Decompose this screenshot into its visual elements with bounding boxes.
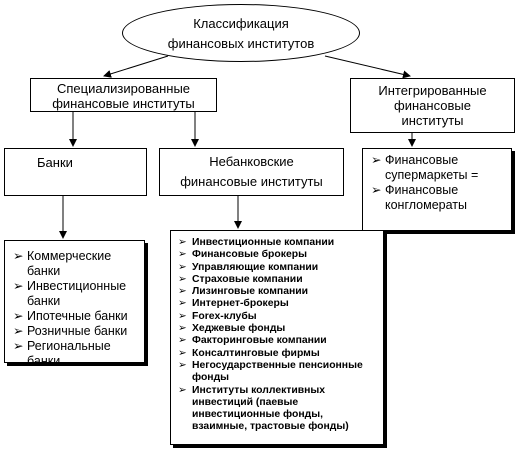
nonbank-institution-item-text: Интернет-брокеры xyxy=(192,298,289,310)
bank-type-item: ➢Розничные банки xyxy=(13,324,144,339)
bank-type-item-text: Розничные банки xyxy=(27,324,128,338)
nonbank-institution-item: ➢ Факторинговые компании xyxy=(178,335,383,347)
nonbank-institution-item-text: Управляющие компании xyxy=(192,261,319,273)
root-title-line1: Классификация xyxy=(193,16,289,31)
nonbank-line1: Небанковские xyxy=(209,154,294,169)
arrow-bullet-icon: ➢ xyxy=(371,153,382,167)
integrated-line3: институты xyxy=(401,113,464,128)
nonbank-institution-item: ➢ Консалтинговые фирмы xyxy=(178,348,383,360)
nonbank-institution-item: ➢ Forex-клубы xyxy=(178,311,383,323)
nonbank-institution-item-text: Институты коллективных xyxy=(192,384,326,396)
nonbank-institution-item: ➢ Хеджевые фонды xyxy=(178,323,383,335)
arrow-bullet-icon: ➢ xyxy=(178,249,187,261)
integrated-line2: финансовые xyxy=(394,98,471,113)
specialized-line1: Специализированные xyxy=(56,81,191,96)
nonbank-list: ➢ Инвестиционные компании ➢ Финансовые брок… xyxy=(178,237,383,434)
nonbank-institution-item-text: Финансовые брокеры xyxy=(192,249,307,261)
bank-type-item: ➢Ипотечные банки xyxy=(13,309,144,324)
nonbank-institution-item: ➢ Финансовые брокеры xyxy=(178,249,383,261)
nonbank-list-box: ➢ Инвестиционные компании ➢ Финансовые брок… xyxy=(170,230,384,445)
integrated-line1: Интегрированные xyxy=(378,83,487,98)
integrated-institution-item-text: конгломераты xyxy=(385,198,468,212)
bank-type-item-text: Инвестиционные xyxy=(27,279,127,293)
arrow-root-to-specialized xyxy=(103,55,169,78)
integrated-box: Интегрированные финансовые институты xyxy=(350,78,515,133)
bank-type-item-text: Ипотечные банки xyxy=(27,309,128,323)
nonbank-institution-item-text: Инвестиционные компании xyxy=(192,237,335,248)
nonbank-institution-item-text: Негосударственные пенсионные xyxy=(192,359,363,371)
nonbank-institution-item-text: Страховые компании xyxy=(192,273,303,285)
nonbank-institution-item: ➢ Интернет-брокеры xyxy=(178,298,383,310)
arrow-bullet-icon: ➢ xyxy=(13,309,24,323)
nonbank-institution-item: ➢ Управляющие компании xyxy=(178,262,383,274)
nonbank-institution-item-text: Факторинговые компании xyxy=(192,335,327,347)
nonbank-institution-item-text: инвестиционные фонды, xyxy=(192,409,323,421)
arrow-bullet-icon: ➢ xyxy=(178,298,187,310)
arrow-bullet-icon: ➢ xyxy=(13,339,24,353)
arrow-bullet-icon: ➢ xyxy=(13,279,24,293)
nonbank-box: Небанковские финансовые институты xyxy=(159,148,344,196)
arrow-bullet-icon: ➢ xyxy=(178,323,187,335)
arrow-bullet-icon: ➢ xyxy=(178,310,187,322)
banks-title: Банки xyxy=(37,155,73,170)
arrow-bullet-icon: ➢ xyxy=(178,286,187,298)
nonbank-institution-item: ➢ Страховые компании xyxy=(178,274,383,286)
nonbank-institution-item: ➢ Лизинговые компании xyxy=(178,286,383,298)
arrow-bullet-icon: ➢ xyxy=(178,359,187,371)
arrow-bullet-icon: ➢ xyxy=(13,324,24,338)
arrow-bullet-icon: ➢ xyxy=(178,347,187,359)
integrated-institution-item-text: супермаркеты = xyxy=(385,168,479,182)
arrow-bullet-icon: ➢ xyxy=(178,237,187,248)
integrated-institution-item-text: Финансовые xyxy=(385,183,459,197)
nonbank-institution-item-text: фонды xyxy=(192,372,230,384)
nonbank-institution-item-text: Консалтинговые фирмы xyxy=(192,347,320,359)
specialized-line2: финансовые институты xyxy=(52,96,195,111)
integrated-institution-item-text: Финансовые xyxy=(385,153,459,167)
arrow-bullet-icon: ➢ xyxy=(371,183,382,197)
arrow-bullet-icon: ➢ xyxy=(178,384,187,396)
nonbank-institution-item-text: Forex-клубы xyxy=(192,310,257,322)
arrow-bullet-icon: ➢ xyxy=(178,273,187,285)
bank-type-item-text: банки xyxy=(27,354,61,368)
arrow-bullet-icon: ➢ xyxy=(13,249,24,263)
nonbank-institution-item-text: Лизинговые компании xyxy=(192,286,309,298)
arrow-root-to-integrated xyxy=(324,55,411,79)
nonbank-institution-item: ➢ Инвестиционные компании xyxy=(178,237,383,249)
nonbank-institution-item-text: инвестиций (паевые xyxy=(192,396,299,408)
nonbank-line2: финансовые институты xyxy=(180,174,323,189)
bank-type-item-text: Коммерческие xyxy=(27,249,112,263)
banks-box: Банки xyxy=(4,148,147,196)
root-title-line2: финансовых институтов xyxy=(167,36,315,51)
nonbank-institution-item-text: взаимные, трастовые фонды) xyxy=(192,421,349,433)
bank-type-item-text: банки xyxy=(27,264,61,278)
bank-type-item-text: Региональные xyxy=(27,339,111,353)
arrow-bullet-icon: ➢ xyxy=(178,335,187,347)
nonbank-institution-item-text: Хеджевые фонды xyxy=(192,323,286,335)
arrow-bullet-icon: ➢ xyxy=(178,261,187,273)
bank-type-item-text: банки xyxy=(27,294,61,308)
root-oval: Классификация финансовых институтов xyxy=(122,4,360,62)
specialized-box: Специализированные финансовые институты xyxy=(30,78,217,112)
